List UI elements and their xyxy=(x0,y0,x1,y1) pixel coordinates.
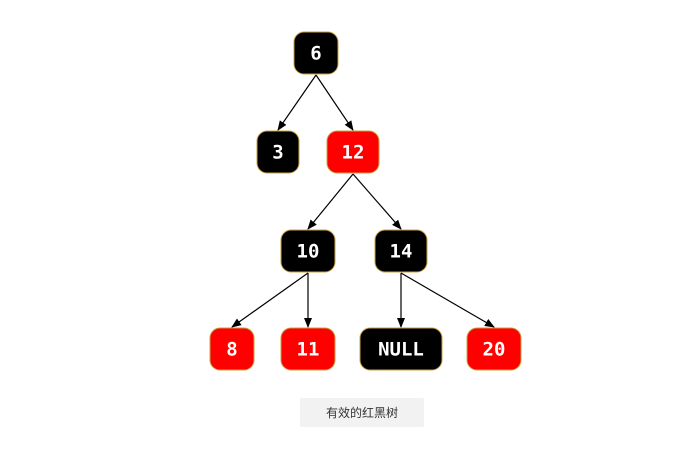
node-box xyxy=(359,327,443,371)
node-label: 10 xyxy=(297,241,320,263)
edge-n12-n10 xyxy=(307,173,354,230)
tree-node-n10: 10 xyxy=(280,229,336,273)
node-label: 11 xyxy=(297,339,320,361)
node-box xyxy=(209,327,255,371)
tree-node-n14: 14 xyxy=(374,229,428,273)
tree-node-n8: 8 xyxy=(209,327,255,371)
edge-n10-n8 xyxy=(231,272,309,328)
edge-n14-n20 xyxy=(400,272,495,328)
node-box xyxy=(293,31,339,75)
node-box xyxy=(256,130,300,174)
node-label: NULL xyxy=(378,339,424,361)
node-label: 8 xyxy=(226,339,237,361)
diagram-caption: 有效的红黑树 xyxy=(300,398,424,427)
edge-n12-n14 xyxy=(352,173,402,230)
edges xyxy=(231,74,495,328)
node-box xyxy=(280,229,336,273)
node-label: 14 xyxy=(390,241,413,263)
node-label: 12 xyxy=(342,142,365,164)
node-label: 3 xyxy=(272,142,283,164)
tree-node-n6: 6 xyxy=(293,31,339,75)
nodes: 6 3 12 10 14 8 11 NULL 20 xyxy=(209,31,522,371)
edge-n6-n12 xyxy=(315,74,354,131)
node-label: 6 xyxy=(310,43,321,65)
tree-node-nnull: NULL xyxy=(359,327,443,371)
tree-node-n20: 20 xyxy=(466,327,522,371)
node-box xyxy=(374,229,428,273)
tree-node-n3: 3 xyxy=(256,130,300,174)
tree-node-n11: 11 xyxy=(280,327,336,371)
node-box xyxy=(326,130,380,174)
edge-n6-n3 xyxy=(277,74,317,131)
node-box xyxy=(466,327,522,371)
node-label: 20 xyxy=(483,339,506,361)
node-box xyxy=(280,327,336,371)
tree-node-n12: 12 xyxy=(326,130,380,174)
